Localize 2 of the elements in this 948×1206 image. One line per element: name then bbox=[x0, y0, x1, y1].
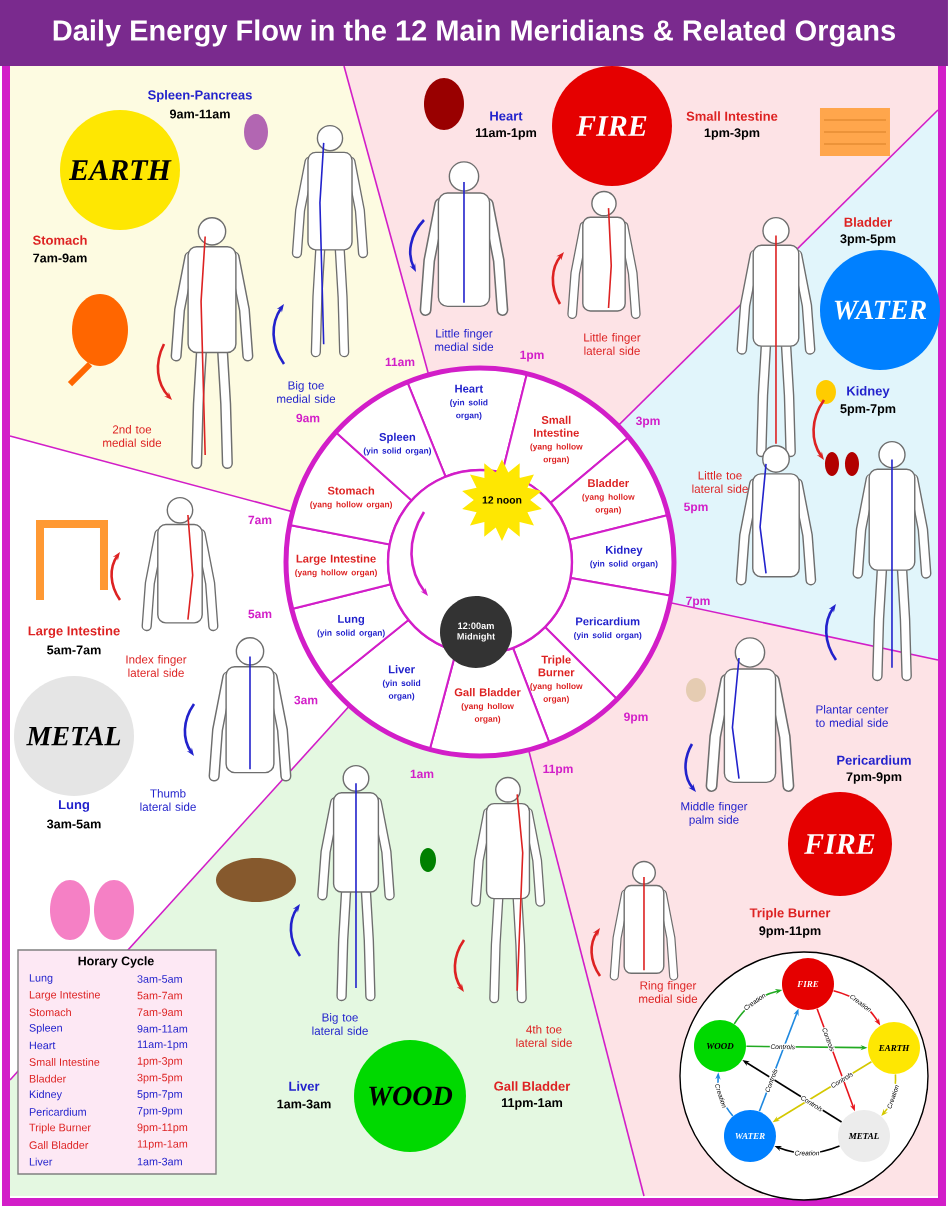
title-banner: Daily Energy Flow in the 12 Main Meridians & Related Organs bbox=[0, 0, 948, 66]
arrow bbox=[881, 1073, 897, 1116]
